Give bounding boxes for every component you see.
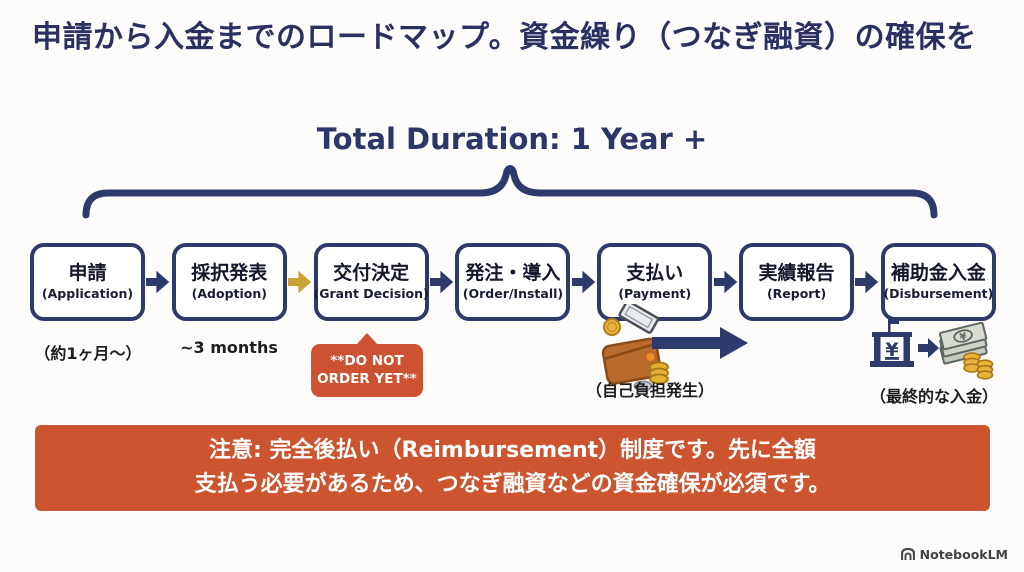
warning-line-1: **DO NOT: [330, 353, 404, 369]
banner-line-1: 注意: 完全後払い（Reimbursement）制度です。先に全額: [209, 437, 816, 463]
bill-currency-symbol: ¥: [959, 331, 968, 343]
step-label-en: (Disbursement): [883, 285, 994, 301]
flow-arrow-icon: [430, 270, 454, 294]
banknotes-icon: ¥: [939, 321, 988, 365]
total-duration-label: Total Duration: 1 Year +: [316, 122, 708, 156]
notebooklm-logo-icon: [900, 548, 915, 560]
page-title: 申請から入金までのロードマップ。資金繰り（つなぎ融資）の確保を: [32, 20, 977, 55]
step-label-jp: 支払い: [626, 262, 684, 285]
process-flow: 申請 (Application) 採択発表 (Adoption) 交付決定 (G…: [30, 243, 996, 321]
flow-arrow-gold-icon: [288, 270, 312, 294]
reimbursement-warning-banner: 注意: 完全後払い（Reimbursement）制度です。先に全額 支払う必要が…: [35, 425, 990, 511]
step-label-jp: 実績報告: [758, 262, 835, 285]
disbursement-note: （最終的な入金）: [869, 387, 998, 406]
step-box-grant-decision: 交付決定 (Grant Decision): [313, 243, 429, 321]
step-label-en: (Application): [41, 285, 134, 301]
flow-arrow-icon: [855, 270, 879, 294]
wallet-icon: [601, 304, 669, 392]
application-duration-note: （約1ヶ月〜）: [34, 344, 142, 363]
step-label-jp: 採択発表: [191, 262, 268, 285]
banner-line-2: 支払う必要があるため、つなぎ融資などの資金確保が必須です。: [194, 471, 831, 497]
step-box-payment: 支払い (Payment): [597, 243, 713, 321]
bank-icon: ¥: [870, 318, 914, 367]
step-box-order-install: 発注・導入 (Order/Install): [455, 243, 571, 321]
flow-arrow-icon: [713, 270, 737, 294]
coin-stack-icon: [963, 352, 994, 380]
duration-brace-icon: [82, 165, 938, 219]
warning-line-2: ORDER YET**: [317, 371, 417, 388]
step-box-disbursement: 補助金入金 (Disbursement): [880, 243, 996, 321]
step-label-en: (Payment): [618, 285, 692, 301]
notebooklm-watermark: NotebookLM: [900, 547, 1008, 562]
adoption-duration-note: ~3 months: [180, 338, 278, 357]
step-label-jp: 補助金入金: [890, 262, 986, 285]
bank-currency-symbol: ¥: [885, 339, 898, 361]
notebooklm-brand-text: NotebookLM: [919, 547, 1008, 562]
flow-arrow-icon: [571, 270, 596, 294]
bank-to-cash-icon: ¥ ¥: [870, 318, 994, 380]
do-not-order-warning-bubble: **DO NOT ORDER YET**: [311, 344, 423, 398]
step-label-en: (Report): [766, 285, 827, 301]
step-label-en: (Order/Install): [462, 285, 564, 301]
cash-arrow-icon: [918, 338, 939, 358]
step-label-jp: 交付決定: [333, 262, 410, 285]
step-box-application: 申請 (Application): [30, 243, 145, 321]
step-label-jp: 発注・導入: [465, 262, 561, 285]
step-label-jp: 申請: [68, 262, 107, 285]
flow-arrow-icon: [146, 270, 170, 294]
step-label-en: (Adoption): [191, 285, 267, 301]
step-box-adoption: 採択発表 (Adoption): [171, 243, 287, 321]
payment-note: （自己負担発生）: [585, 381, 714, 400]
step-box-report: 実績報告 (Report): [739, 243, 855, 321]
step-label-en: (Grant Decision): [313, 285, 429, 301]
payment-flow-arrow-icon: [652, 327, 748, 359]
